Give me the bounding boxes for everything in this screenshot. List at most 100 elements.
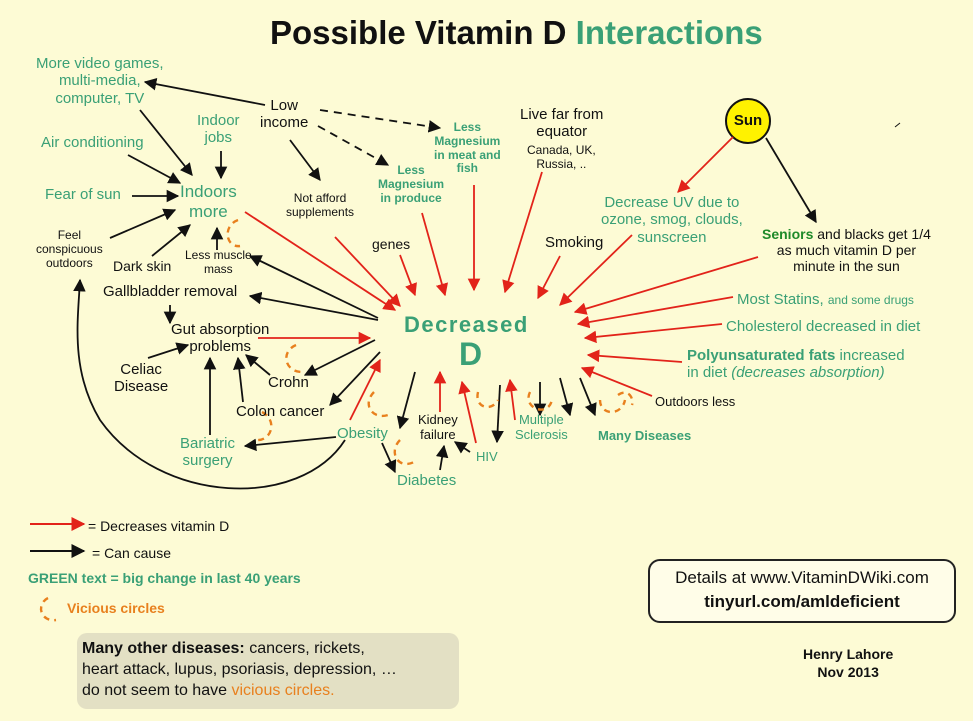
arrow-d-to-gallbladder — [248, 291, 379, 321]
details-box — [648, 559, 956, 623]
vicious-circle-indoors — [226, 218, 241, 248]
arrow-obesity-to-d — [349, 358, 381, 421]
arrow-ms-to-d — [505, 378, 518, 421]
arrow-equator-to-d — [502, 171, 543, 294]
node-cholesterol: Cholesterol decreased in diet — [726, 318, 921, 335]
legend-red-label: = Decreases vitamin D — [88, 518, 230, 534]
node-hiv: HIV — [476, 449, 498, 464]
legend-green-label: GREEN text = big change in last 40 years — [28, 570, 301, 586]
node-diabetes: Diabetes — [397, 472, 457, 489]
arrow-sun-to-uv — [677, 136, 734, 193]
vicious-circle-many — [598, 399, 627, 414]
arrow-hiv-to-d — [458, 380, 477, 444]
arrow-low-income-to-afford — [289, 139, 321, 182]
node-many-diseases: Many Diseases — [598, 428, 692, 443]
arrow-sun-to-seniors — [765, 137, 817, 224]
arrow-d-to-colon — [329, 351, 381, 406]
arrow-mg-produce-to-d — [421, 212, 449, 297]
arrow-crohn-to-gut — [245, 354, 271, 376]
arrow-air-to-indoors — [127, 154, 182, 184]
vicious-circle-ms — [527, 391, 554, 411]
arrow-d-to-crohn — [303, 339, 376, 376]
node-colon-cancer: Colon cancer — [236, 403, 325, 420]
arrow-obesity-to-conspicuous — [73, 278, 346, 490]
vicious-circle-diabetes — [393, 439, 415, 466]
arrow-hiv-to-kidney — [453, 441, 471, 454]
vicious-circle-outdoors — [617, 391, 634, 406]
arrow-diabetes-to-kidney — [435, 444, 449, 471]
node-polyunsaturated: Polyunsaturated fats increased in diet (… — [687, 347, 905, 382]
other-diseases-text: Many other diseases: cancers, rickets, h… — [82, 640, 397, 699]
node-dark-skin: Dark skin — [113, 258, 172, 274]
node-outdoors-less: Outdoors less — [655, 394, 736, 409]
other-diseases-box — [77, 633, 459, 709]
arrow-statins-to-d — [576, 296, 734, 329]
arrow-conspicuous-to-indoors — [109, 208, 177, 239]
sun-icon — [725, 98, 771, 144]
legend-vicious-circle-icon — [39, 596, 57, 622]
vicious-circle-obesity — [367, 391, 389, 418]
arrow-not-afford-to-d — [334, 236, 401, 307]
node-gallbladder: Gallbladder removal — [103, 283, 238, 300]
arrow-chol-to-d — [583, 323, 723, 344]
arrow-d-to-kidney — [396, 371, 416, 430]
node-sun: Sun — [733, 112, 763, 129]
node-air-conditioning: Air conditioning — [41, 134, 144, 151]
arrow-genes-to-d — [399, 254, 417, 297]
arrow-outdoors-less-to-d — [580, 366, 653, 397]
arrow-darkskin-to-indoors — [151, 224, 191, 257]
arrow-seniors-to-d — [573, 256, 759, 315]
vicious-circle-crohn — [285, 343, 303, 374]
center-d-label: D — [459, 336, 483, 372]
node-crohn: Crohn — [268, 374, 309, 391]
node-statins: Most Statins, and some drugs — [737, 291, 914, 308]
node-obesity: Obesity — [337, 425, 388, 442]
node-seniors: Seniors and blacks get 1/4 as much vitam… — [762, 226, 931, 275]
node-genes: genes — [372, 236, 411, 252]
arrow-smoking-to-d — [537, 255, 561, 300]
center-decreased-label: Decreased — [404, 312, 529, 337]
arrow-poly-to-d — [586, 349, 683, 363]
arrow-uv-to-d — [559, 234, 633, 306]
arrow-d-to-many2 — [579, 377, 597, 417]
node-video-games: More video games,multi-media,computer, T… — [36, 55, 164, 107]
node-equator-countries: Canada, UK,Russia, .. — [527, 143, 596, 171]
arrow-d-to-muscle — [248, 255, 379, 319]
arrow-colon-to-gut — [233, 356, 246, 403]
arrow-obesity-to-diabetes — [381, 442, 397, 474]
legend-black-label: = Can cause — [92, 545, 171, 561]
arrow-low-income-to-mg-meat — [319, 109, 442, 133]
arrow-indoors-to-d — [244, 211, 397, 311]
page-title: Possible Vitamin D Interactions — [270, 14, 763, 51]
details-text: Details at www.VitaminDWiki.com tinyurl.… — [650, 566, 954, 614]
details-shortlink[interactable]: tinyurl.com/amldeficient — [704, 591, 900, 611]
node-smoking: Smoking — [545, 234, 604, 251]
arrow-low-income-to-mg-produce — [317, 125, 390, 166]
arrow-celiac-to-gut — [147, 342, 190, 359]
details-url[interactable]: Details at www.VitaminDWiki.com — [675, 568, 929, 587]
legend-vicious-label: Vicious circles — [67, 600, 165, 616]
vicious-circle-colon — [254, 410, 273, 442]
arrow-obesity-to-bariatric — [243, 436, 337, 452]
arrow-d-to-many — [559, 377, 574, 417]
node-fear-of-sun: Fear of sun — [45, 186, 121, 203]
vicious-circle-hiv — [476, 391, 500, 409]
